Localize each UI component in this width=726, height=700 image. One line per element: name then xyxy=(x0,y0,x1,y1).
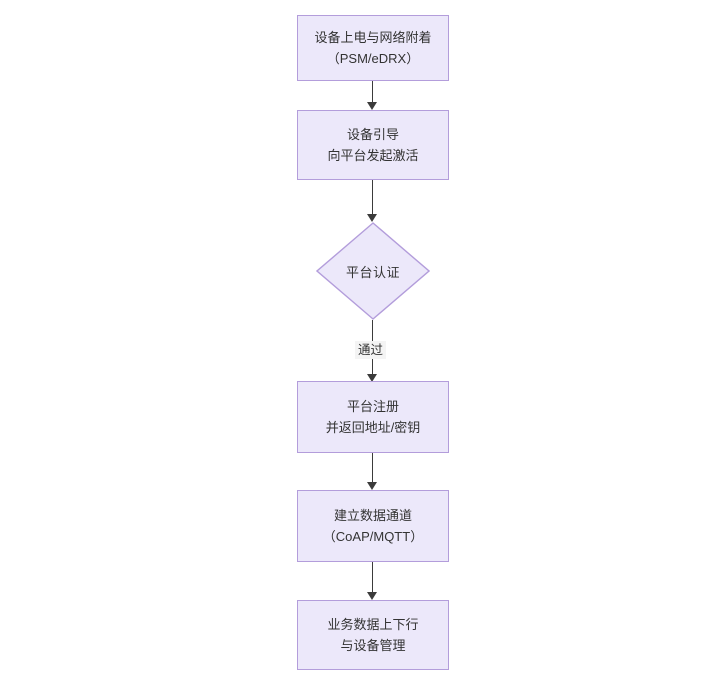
arrowhead-icon xyxy=(367,592,377,600)
flow-node-platform-authentication[interactable]: 平台认证 xyxy=(316,222,430,320)
connector-register-to-channel xyxy=(372,453,374,483)
arrowhead-icon xyxy=(367,374,377,382)
flow-node-label: 平台认证 xyxy=(345,264,400,280)
flow-node-platform-registration[interactable]: 平台注册 并返回地址/密钥 xyxy=(297,381,449,453)
diamond-shape-icon xyxy=(316,222,430,320)
flow-node-label: 平台注册 并返回地址/密钥 xyxy=(325,398,421,435)
connector-poweron-to-boot xyxy=(372,81,374,103)
flow-node-label: 建立数据通道 （CoAP/MQTT） xyxy=(322,507,424,544)
flow-node-label: 设备引导 向平台发起激活 xyxy=(327,126,419,163)
flow-node-label: 业务数据上下行 与设备管理 xyxy=(327,616,419,653)
arrowhead-icon xyxy=(367,102,377,110)
arrowhead-icon xyxy=(367,214,377,222)
flow-node-device-bootstrap[interactable]: 设备引导 向平台发起激活 xyxy=(297,110,449,180)
connector-boot-to-auth xyxy=(372,180,374,215)
flow-node-device-power-on[interactable]: 设备上电与网络附着 （PSM/eDRX） xyxy=(297,15,449,81)
arrowhead-icon xyxy=(367,482,377,490)
flow-node-establish-data-channel[interactable]: 建立数据通道 （CoAP/MQTT） xyxy=(297,490,449,562)
flow-node-label: 设备上电与网络附着 （PSM/eDRX） xyxy=(314,29,432,66)
flow-node-service-data-and-device-management[interactable]: 业务数据上下行 与设备管理 xyxy=(297,600,449,670)
edge-label-pass: 通过 xyxy=(355,341,387,360)
connector-channel-to-service xyxy=(372,562,374,593)
